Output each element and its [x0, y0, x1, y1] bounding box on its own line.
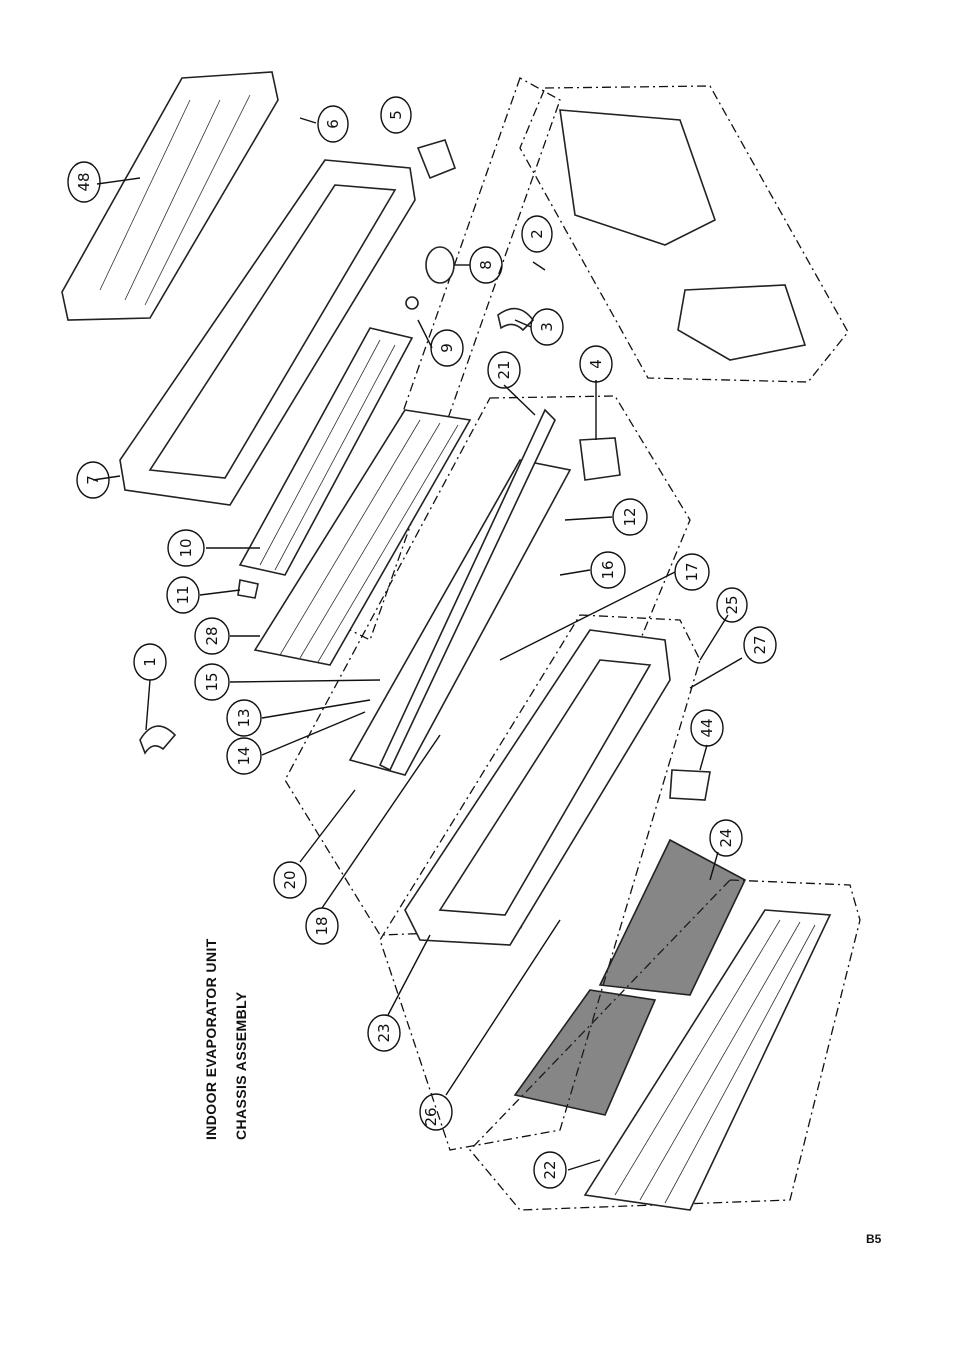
- svg-text:7: 7: [84, 475, 102, 485]
- control-box-part: [559, 109, 807, 361]
- svg-text:11: 11: [174, 585, 192, 604]
- svg-text:27: 27: [751, 635, 769, 654]
- svg-text:2: 2: [528, 229, 546, 239]
- chassis-part: [119, 159, 416, 506]
- callout-9: 9: [430, 329, 464, 367]
- small-parts: [139, 139, 711, 801]
- leader-lines: [92, 117, 743, 1171]
- callout-23: 23: [367, 1014, 401, 1052]
- callout-7: 7: [76, 461, 110, 499]
- evaporator-coil-part: [253, 409, 472, 666]
- callout-13: 13: [226, 699, 262, 737]
- callout-12: 12: [612, 498, 648, 536]
- callout-4: 4: [579, 345, 613, 383]
- callout-26: 26: [419, 1093, 453, 1131]
- svg-text:15: 15: [203, 672, 221, 691]
- svg-text:18: 18: [313, 916, 331, 935]
- svg-text:8: 8: [477, 260, 495, 270]
- svg-text:25: 25: [723, 595, 741, 614]
- callout-6: 6: [317, 105, 349, 143]
- drain-pan-part: [348, 408, 572, 776]
- svg-text:5: 5: [387, 110, 405, 120]
- svg-text:20: 20: [281, 870, 299, 889]
- mounting-plate-part: [61, 71, 279, 321]
- callout-14: 14: [226, 737, 262, 775]
- callouts: 48 6 5 7 2 8 9 3 21 4 10 11 28 12 16 17 …: [67, 96, 777, 1189]
- callout-10: 10: [167, 529, 205, 567]
- svg-text:12: 12: [621, 507, 639, 526]
- title-line-1: INDOOR EVAPORATOR UNIT: [203, 938, 219, 1140]
- svg-text:9: 9: [438, 343, 456, 353]
- title-line-2: CHASSIS ASSEMBLY: [233, 991, 249, 1140]
- svg-text:22: 22: [541, 1160, 559, 1179]
- diagram-title-block: INDOOR EVAPORATOR UNIT CHASSIS ASSEMBLY: [196, 938, 456, 1140]
- callout-28: 28: [194, 617, 230, 655]
- callout-3: 3: [530, 308, 564, 346]
- svg-text:14: 14: [235, 746, 253, 765]
- callout-11: 11: [166, 576, 200, 614]
- svg-text:3: 3: [538, 322, 556, 332]
- page-code: B5: [866, 1232, 882, 1246]
- svg-text:10: 10: [177, 538, 195, 557]
- svg-text:6: 6: [324, 119, 342, 129]
- callout-20: 20: [273, 861, 307, 899]
- callout-15: 15: [194, 663, 230, 701]
- svg-text:1: 1: [141, 657, 159, 667]
- callout-44: 44: [690, 709, 724, 747]
- callout-27: 27: [743, 626, 777, 664]
- callout-24: 24: [709, 819, 743, 857]
- front-grille-part: [583, 909, 832, 1211]
- callout-22: 22: [533, 1151, 567, 1189]
- svg-text:23: 23: [375, 1023, 393, 1042]
- group-outline-electrical: [519, 85, 849, 383]
- callout-5: 5: [380, 96, 412, 134]
- callout-17: 17: [674, 553, 710, 591]
- svg-text:21: 21: [495, 360, 513, 379]
- callout-21: 21: [487, 351, 521, 389]
- svg-text:4: 4: [587, 359, 605, 369]
- front-panel-part: [404, 629, 671, 946]
- callout-16: 16: [590, 551, 626, 589]
- callout-18: 18: [305, 907, 339, 945]
- callout-8: 8: [469, 246, 503, 284]
- svg-text:13: 13: [235, 708, 253, 727]
- callout-2: 2: [521, 215, 553, 253]
- air-filter-part: [513, 838, 747, 1116]
- blower-wheel-part: [238, 327, 414, 576]
- svg-text:26: 26: [422, 1107, 440, 1126]
- svg-text:17: 17: [683, 562, 701, 581]
- svg-text:16: 16: [599, 560, 617, 579]
- svg-text:24: 24: [717, 828, 735, 847]
- group-outline-filter: [379, 614, 701, 1151]
- svg-text:48: 48: [75, 172, 93, 191]
- callout-1: 1: [133, 643, 167, 681]
- group-outline-grille: [469, 879, 861, 1211]
- callout-48: 48: [67, 161, 101, 203]
- callout-25: 25: [716, 587, 748, 623]
- svg-text:28: 28: [203, 626, 221, 645]
- svg-text:44: 44: [698, 718, 716, 737]
